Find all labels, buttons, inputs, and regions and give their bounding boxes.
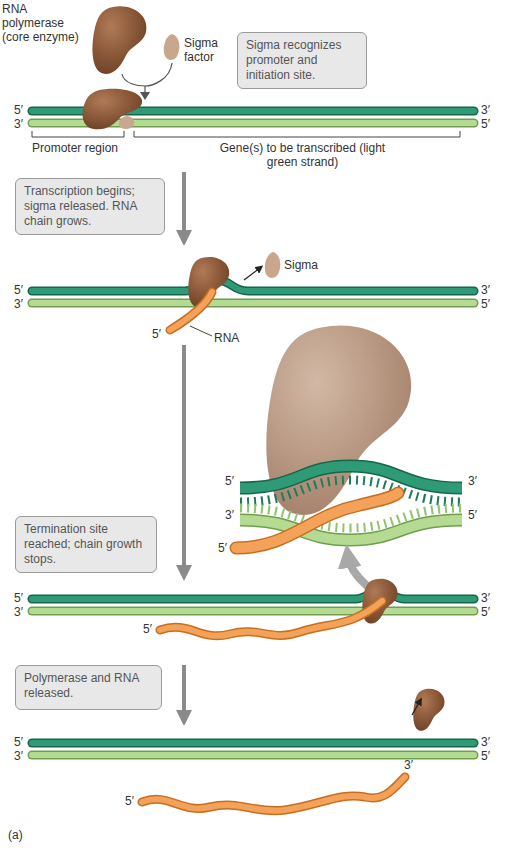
polymerase-shape [413,689,444,731]
dna-coding-strand [32,608,474,614]
strand-end: 5′ [14,735,23,749]
step-text: Transcription begins; sigma released. RN… [24,184,156,229]
polymerase-shape [83,89,143,130]
strand-end: 3′ [481,735,490,749]
strand-end: 5′ [152,327,161,341]
step-box: Termination site reached; chain growth s… [15,516,157,573]
step-text: Termination site reached; chain growth s… [24,522,148,567]
strand-end: 3′ [481,591,490,605]
part-label: Sigma factor [184,36,234,64]
part-label: Sigma [284,258,318,272]
part-label: RNA polymerase (core enzyme) [2,2,84,44]
step-box: Polymerase and RNA released. [15,665,162,710]
strand-end: 5′ [481,297,490,311]
strand-end: 5′ [14,591,23,605]
dna-strand-outline [32,739,474,748]
strand-end: 3′ [14,297,23,311]
strand-end: 3′ [404,758,413,772]
sigma-shape [119,116,135,129]
strand-end: 3′ [14,749,23,763]
rna-outline [236,493,398,548]
sigma-shape [164,34,180,60]
strand-end: 5′ [225,474,234,488]
dna-template-strand [32,740,474,746]
step-arrow [182,172,186,238]
step-text: Sigma recognizes promoter and initiation… [246,38,358,83]
dna-coding-strand [32,300,474,306]
strand-end: 3′ [481,103,490,117]
dna-strand-outline [32,590,474,599]
region-label: Gene(s) to be transcribed (light green s… [215,141,390,169]
promoter-bracket [32,131,124,137]
rna-outline [170,292,212,330]
part-label: RNA [214,331,239,345]
strand-end: 3′ [14,605,23,619]
step-box: Transcription begins; sigma released. RN… [15,178,165,235]
dna-template-strand [32,590,474,599]
strand-end: 5′ [14,283,23,297]
dna-template-strand [240,466,462,488]
release-arrow [244,268,260,280]
strand-end: 5′ [468,508,477,522]
dna-strand-outline [32,607,474,616]
rna-strand [236,493,398,548]
rna-outline [160,601,382,636]
rna-strand [170,292,212,330]
merge-arrow [122,63,172,94]
strand-end: 3′ [468,474,477,488]
strand-end: 5′ [14,103,23,117]
dna-coding-strand [32,752,474,758]
region-label: Promoter region [32,141,118,155]
strand-end: 5′ [143,622,152,636]
step-text: Polymerase and RNA released. [24,671,153,701]
dna-strand-outline [240,466,462,488]
sigma-shape [265,252,281,278]
dna-template-strand [32,280,474,291]
release-arrow [412,701,420,715]
strand-end: 3′ [225,508,234,522]
strand-end: 3′ [481,283,490,297]
strand-end: 3′ [14,117,23,131]
rna-strand [160,601,382,636]
rna-strand [142,777,405,811]
strand-end: 5′ [125,794,134,808]
step-arrow [182,345,186,573]
strand-end: 5′ [218,541,227,555]
gene-bracket [134,131,460,137]
step-box: Sigma recognizes promoter and initiation… [237,32,367,89]
leader-line [190,326,212,336]
rna-outline [142,777,405,811]
polymerase-shape [92,6,146,74]
strand-end: 5′ [481,749,490,763]
dna-strand-outline [32,299,474,308]
strand-end: 5′ [481,605,490,619]
dna-strand-outline [32,280,474,291]
strand-end: 5′ [481,117,490,131]
step-arrow [182,665,186,718]
panel-letter: (a) [8,828,23,842]
